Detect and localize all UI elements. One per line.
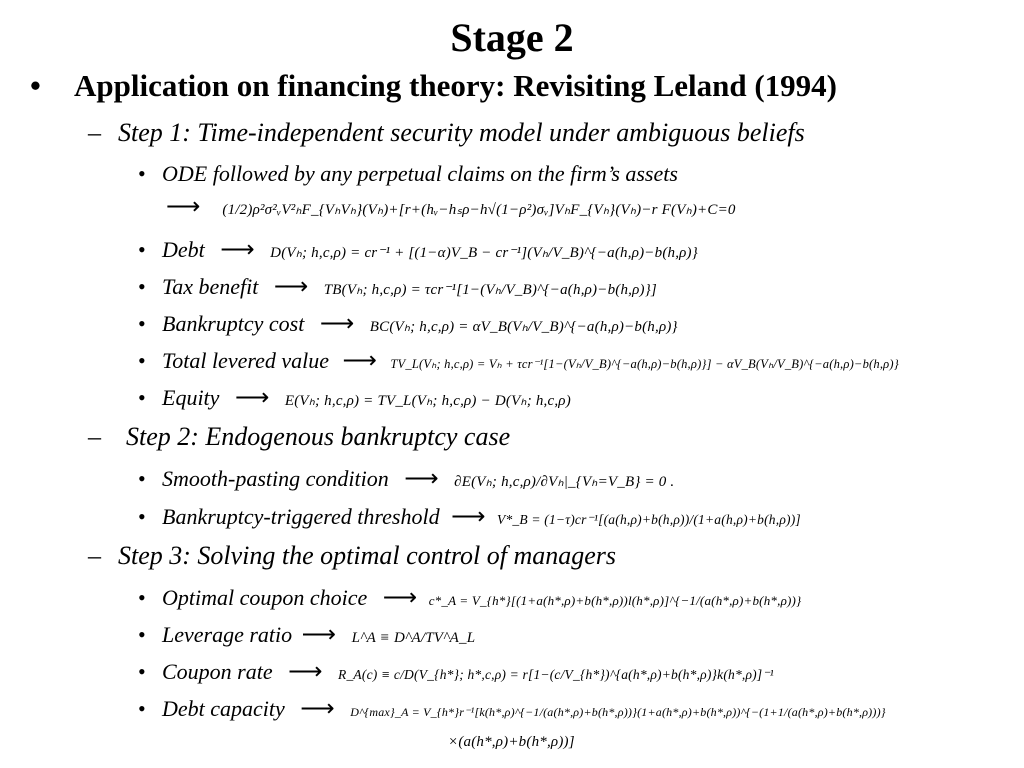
bullet-marker: • <box>138 696 146 721</box>
dash-marker: – <box>88 118 101 147</box>
bullet-marker: • <box>138 237 146 262</box>
equity-formula: E(Vₕ; h,c,ρ) = TV_L(Vₕ; h,c,ρ) − D(Vₕ; h… <box>284 393 571 409</box>
arrow-icon: ⟶ <box>300 696 335 722</box>
optimal-coupon-label: Optimal coupon choice <box>162 585 368 610</box>
bankruptcy-cost-label: Bankruptcy cost <box>162 311 305 336</box>
ode-formula-row: ⟶ (1/2)ρ²σ²ᵥV²ₕF_{VₕVₕ}(Vₕ)+[r+(hᵥ−hₛρ−h… <box>166 192 736 221</box>
arrow-icon: ⟶ <box>220 237 255 263</box>
bullet-marker: • <box>138 466 146 491</box>
ode-label: ODE followed by any perpetual claims on … <box>162 161 678 186</box>
bankruptcy-cost-formula: BC(Vₕ; h,c,ρ) = αV_B(Vₕ/V_B)^{−a(h,ρ)−b(… <box>369 319 678 335</box>
total-levered-value-label: Total levered value <box>162 348 329 373</box>
total-levered-value-item: • Total levered value ⟶ TV_L(Vₕ; h,c,ρ) =… <box>138 346 899 375</box>
arrow-icon: ⟶ <box>301 622 337 648</box>
step1-label: Step 1: Time-independent security model … <box>118 118 805 147</box>
step3-label: Step 3: Solving the optimal control of m… <box>118 541 617 570</box>
total-levered-value-formula: TV_L(Vₕ; h,c,ρ) = Vₕ + τcr⁻¹[1−(Vₕ/V_B)^… <box>390 357 899 371</box>
leverage-ratio-item: • Leverage ratio ⟶ L^A ≡ D^A/TV^A_L <box>138 620 475 649</box>
arrow-icon: ⟶ <box>273 274 309 300</box>
arrow-icon: ⟶ <box>382 585 418 611</box>
smooth-pasting-item: • Smooth-pasting condition ⟶ ∂E(Vₕ; h,c,ρ… <box>138 464 674 493</box>
debt-label: Debt <box>162 237 205 262</box>
debt-capacity-formula-continuation: ×(a(h*,ρ)+b(h*,ρ))] <box>448 734 575 750</box>
arrow-icon: ⟶ <box>451 504 486 530</box>
debt-capacity-formula: D^{max}_A = V_{h*}r⁻¹[k(h*,ρ)^{−1/(a(h*,… <box>350 705 886 719</box>
equity-item: • Equity ⟶ E(Vₕ; h,c,ρ) = TV_L(Vₕ; h,c,ρ)… <box>138 383 571 412</box>
debt-capacity-item: • Debt capacity ⟶ D^{max}_A = V_{h*}r⁻¹[k… <box>138 694 886 723</box>
optimal-coupon-item: • Optimal coupon choice ⟶ c*_A = V_{h*}[(… <box>138 583 801 612</box>
bullet-marker: • <box>138 161 146 186</box>
bullet-marker: • <box>30 68 41 103</box>
arrow-icon: ⟶ <box>166 194 201 220</box>
bullet-marker: • <box>138 274 146 299</box>
coupon-rate-formula: R_A(c) ≡ c/D(V_{h*}; h*,c,ρ) = r[1−(c/V_… <box>338 667 774 682</box>
main-heading: Application on financing theory: Revisit… <box>74 68 837 103</box>
step1-heading: –Step 1: Time-independent security model… <box>88 118 805 148</box>
ode-formula: (1/2)ρ²σ²ᵥV²ₕF_{VₕVₕ}(Vₕ)+[r+(hᵥ−hₛρ−h√(… <box>222 202 736 218</box>
coupon-rate-label: Coupon rate <box>162 659 273 684</box>
tax-benefit-item: • Tax benefit ⟶ TB(Vₕ; h,c,ρ) = τcr⁻¹[1−(… <box>138 272 657 301</box>
bullet-marker: • <box>138 311 146 336</box>
coupon-rate-item: • Coupon rate ⟶ R_A(c) ≡ c/D(V_{h*}; h*,c… <box>138 657 774 686</box>
arrow-icon: ⟶ <box>288 659 323 685</box>
bullet-marker: • <box>138 659 146 684</box>
bankruptcy-cost-item: • Bankruptcy cost ⟶ BC(Vₕ; h,c,ρ) = αV_B(… <box>138 309 678 338</box>
optimal-coupon-formula: c*_A = V_{h*}[(1+a(h*,ρ)+b(h*,ρ))l(h*,ρ)… <box>428 593 802 608</box>
equity-label: Equity <box>162 385 220 410</box>
step2-label: Step 2: Endogenous bankruptcy case <box>126 422 511 451</box>
bullet-marker: • <box>138 348 146 373</box>
debt-item: • Debt ⟶ D(Vₕ; h,c,ρ) = cr⁻¹ + [(1−α)V_B … <box>138 235 698 264</box>
bullet-marker: • <box>138 622 146 647</box>
tax-benefit-formula: TB(Vₕ; h,c,ρ) = τcr⁻¹[1−(Vₕ/V_B)^{−a(h,ρ… <box>323 282 657 298</box>
bullet-marker: • <box>138 504 146 529</box>
dash-marker: – <box>88 541 101 570</box>
step3-heading: –Step 3: Solving the optimal control of … <box>88 541 616 571</box>
leverage-ratio-formula: L^A ≡ D^A/TV^A_L <box>351 630 476 646</box>
debt-capacity-label: Debt capacity <box>162 696 285 721</box>
bullet-marker: • <box>138 585 146 610</box>
bankruptcy-threshold-formula: V*_B = (1−τ)cr⁻¹[(a(h,ρ)+b(h,ρ))/(1+a(h,… <box>497 512 801 527</box>
arrow-icon: ⟶ <box>404 466 439 492</box>
dash-marker: – <box>88 422 101 451</box>
smooth-pasting-formula: ∂E(Vₕ; h,c,ρ)/∂Vₕ|_{Vₕ=V_B} = 0 . <box>454 474 675 490</box>
arrow-icon: ⟶ <box>319 311 355 337</box>
bullet-marker: • <box>138 385 146 410</box>
leverage-ratio-label: Leverage ratio <box>162 622 293 647</box>
arrow-icon: ⟶ <box>342 348 377 374</box>
smooth-pasting-label: Smooth-pasting condition <box>162 466 389 491</box>
debt-formula: D(Vₕ; h,c,ρ) = cr⁻¹ + [(1−α)V_B − cr⁻¹](… <box>270 245 698 261</box>
bankruptcy-threshold-label: Bankruptcy-triggered threshold <box>162 504 440 529</box>
main-bullet: • Application on financing theory: Revisi… <box>30 68 837 104</box>
arrow-icon: ⟶ <box>234 385 270 411</box>
slide-title: Stage 2 <box>450 15 574 60</box>
bankruptcy-threshold-item: • Bankruptcy-triggered threshold ⟶ V*_B =… <box>138 502 801 531</box>
tax-benefit-label: Tax benefit <box>162 274 259 299</box>
step2-heading: –Step 2: Endogenous bankruptcy case <box>88 422 510 452</box>
ode-item: • ODE followed by any perpetual claims on… <box>138 161 678 187</box>
